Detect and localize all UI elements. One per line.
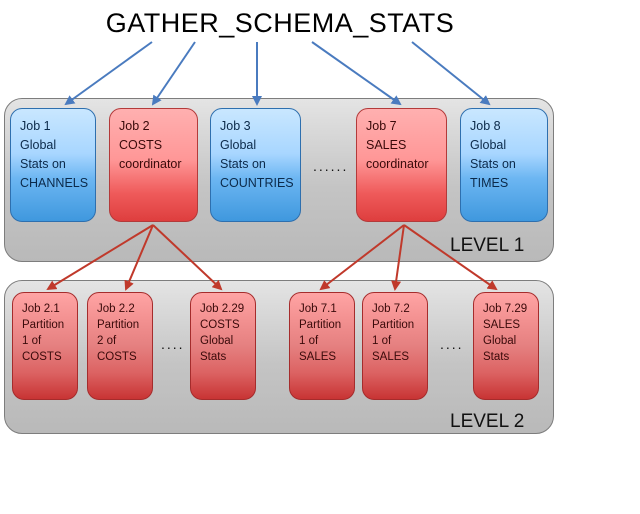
arrow-job-7-to-job-7-1 [319, 224, 405, 291]
level-2-ellipsis-costs: .... [161, 336, 185, 352]
job-7-29-box: Job 7.29 SALES Global Stats [473, 292, 539, 400]
job-1-line-3: Stats on [20, 157, 66, 171]
job-2-29-line-2: COSTS [200, 319, 240, 331]
job-7-line-1: Job 7 [366, 119, 397, 133]
arrow-job-2-to-job-2-1 [46, 224, 154, 291]
job-3-line-4: COUNTRIES [220, 176, 294, 190]
job-1-line-1: Job 1 [20, 119, 51, 133]
job-3-line-2: Global [220, 138, 257, 152]
job-7-29-line-4: Stats [483, 351, 510, 363]
job-7-29-line-1: Job 7.29 [483, 303, 528, 315]
job-7-1-line-4: SALES [299, 351, 337, 363]
job-8-line-3: Stats on [470, 157, 516, 171]
arrow-title-to-job-7 [311, 41, 402, 106]
arrow-job-7-to-job-7-29 [403, 224, 498, 291]
job-2-line-3: coordinator [119, 157, 182, 171]
job-7-2-line-3: 1 of [372, 335, 392, 347]
arrow-job-2-to-job-2-29 [152, 224, 223, 291]
arrow-title-to-job-8 [411, 41, 491, 106]
job-2-2-box: Job 2.2 Partition 2 of COSTS [87, 292, 153, 400]
arrow-job-2-to-job-2-2 [124, 224, 154, 291]
job-2-29-box: Job 2.29 COSTS Global Stats [190, 292, 256, 400]
job-2-1-line-1: Job 2.1 [22, 303, 60, 315]
job-2-line-2: COSTS [119, 138, 163, 152]
job-2-1-line-4: COSTS [22, 351, 62, 363]
job-7-1-line-2: Partition [299, 319, 342, 331]
job-7-2-line-2: Partition [372, 319, 415, 331]
job-1-box: Job 1 Global Stats on CHANNELS [10, 108, 96, 222]
arrow-title-to-job-2 [151, 41, 196, 106]
job-2-2-line-3: 2 of [97, 335, 117, 347]
job-7-1-line-3: 1 of [299, 335, 319, 347]
job-2-2-line-4: COSTS [97, 351, 137, 363]
diagram-title: GATHER_SCHEMA_STATS [105, 8, 455, 38]
job-7-2-line-4: SALES [372, 351, 410, 363]
job-2-29-line-3: Global [200, 335, 234, 347]
job-7-1-line-1: Job 7.1 [299, 303, 337, 315]
job-8-line-2: Global [470, 138, 507, 152]
level-2-ellipsis-sales: .... [440, 336, 464, 352]
job-7-2-box: Job 7.2 Partition 1 of SALES [362, 292, 428, 400]
job-8-box: Job 8 Global Stats on TIMES [460, 108, 548, 222]
job-3-line-3: Stats on [220, 157, 266, 171]
job-2-1-line-3: 1 of [22, 335, 42, 347]
job-3-box: Job 3 Global Stats on COUNTRIES [210, 108, 301, 222]
job-7-2-line-1: Job 7.2 [372, 303, 410, 315]
job-2-1-box: Job 2.1 Partition 1 of COSTS [12, 292, 78, 400]
job-7-line-2: SALES [366, 138, 407, 152]
job-1-line-4: CHANNELS [20, 176, 89, 190]
job-2-2-line-2: Partition [97, 319, 140, 331]
job-2-2-line-1: Job 2.2 [97, 303, 135, 315]
job-7-29-line-2: SALES [483, 319, 521, 331]
job-8-line-4: TIMES [470, 176, 509, 190]
job-7-box: Job 7 SALES coordinator [356, 108, 447, 222]
job-2-box: Job 2 COSTS coordinator [109, 108, 198, 222]
job-1-line-2: Global [20, 138, 57, 152]
level-1-label: LEVEL 1 [450, 235, 525, 256]
job-8-line-1: Job 8 [470, 119, 501, 133]
job-7-line-3: coordinator [366, 157, 429, 171]
job-2-1-line-2: Partition [22, 319, 65, 331]
job-2-29-line-1: Job 2.29 [200, 303, 245, 315]
level-2-label: LEVEL 2 [450, 411, 525, 432]
level-1-ellipsis: ...... [313, 158, 349, 174]
job-7-1-box: Job 7.1 Partition 1 of SALES [289, 292, 355, 400]
job-2-line-1: Job 2 [119, 119, 150, 133]
job-2-29-line-4: Stats [200, 351, 227, 363]
job-3-line-1: Job 3 [220, 119, 251, 133]
arrow-job-7-to-job-7-2 [391, 224, 405, 291]
arrow-title-to-job-1 [64, 41, 153, 106]
job-7-29-line-3: Global [483, 335, 517, 347]
